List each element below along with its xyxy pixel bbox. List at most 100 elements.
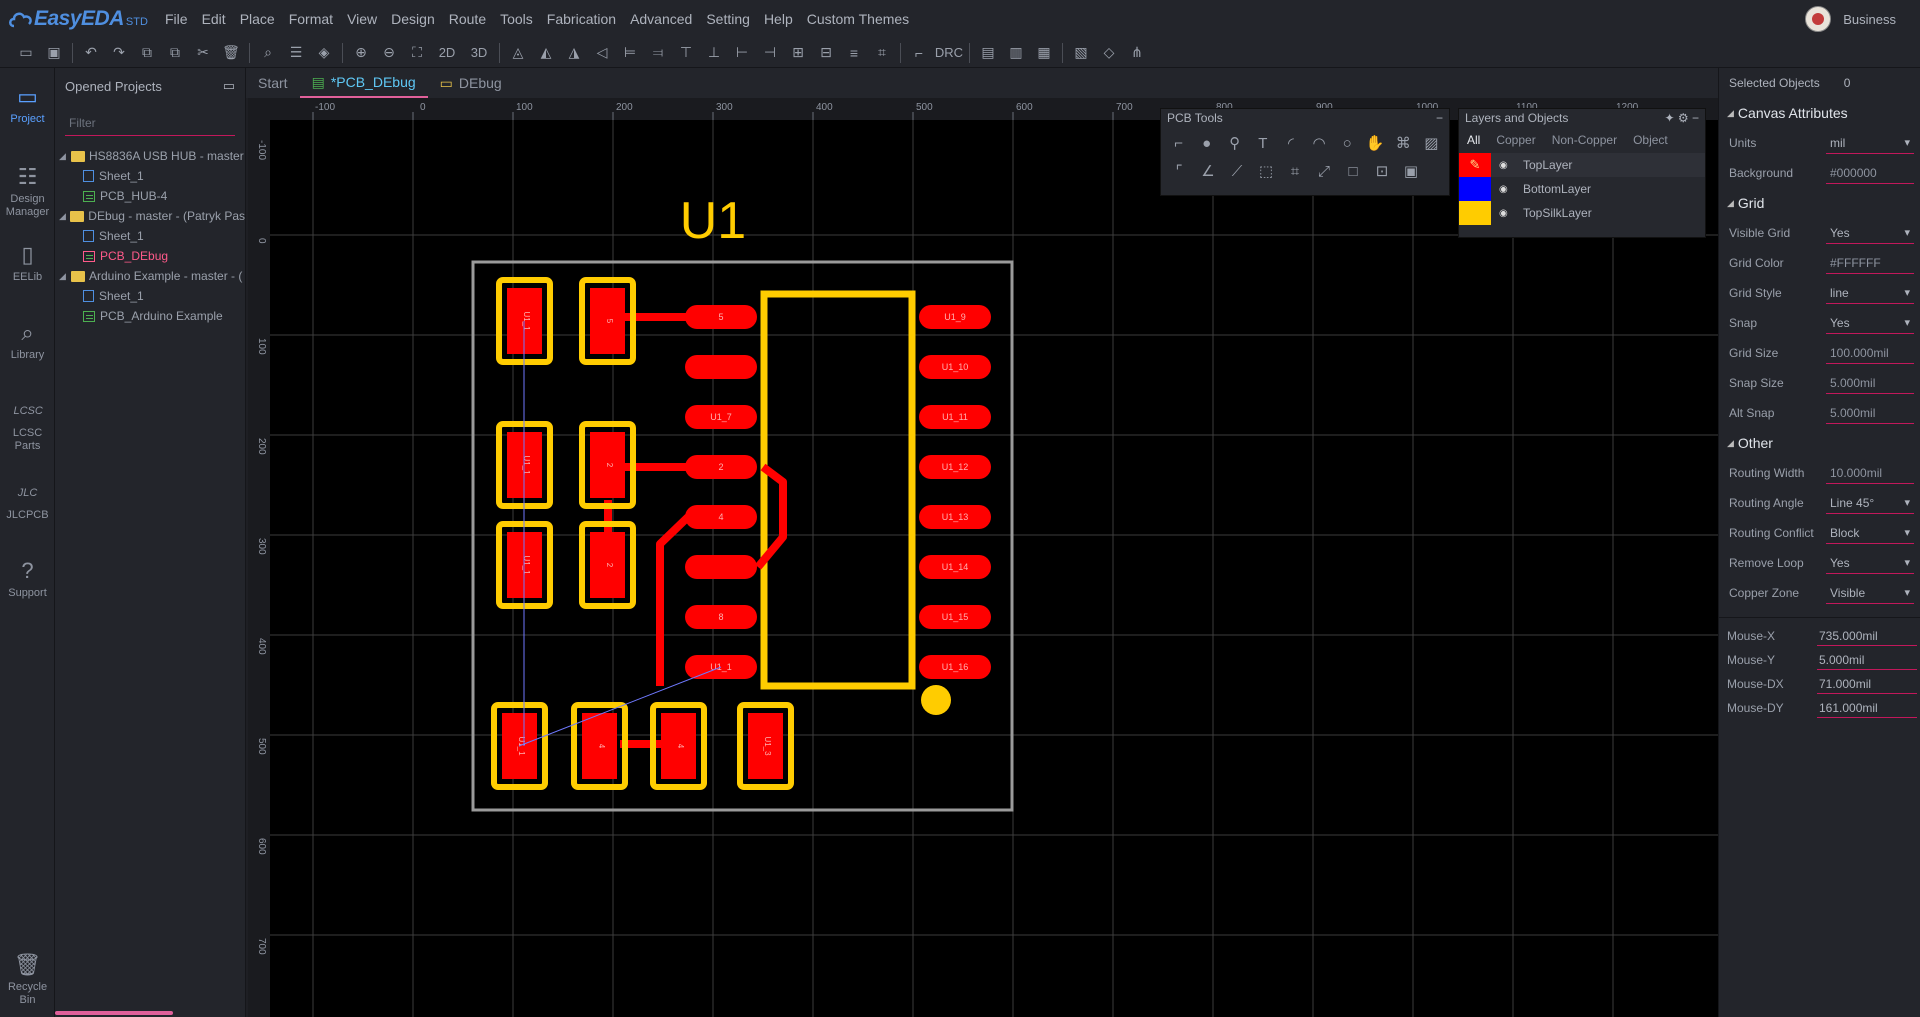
- circle-tool-icon[interactable]: ○: [1342, 134, 1352, 152]
- ic-pad[interactable]: [919, 655, 991, 679]
- rotate-icon[interactable]: ◬: [512, 44, 524, 60]
- menu-help[interactable]: Help: [763, 11, 793, 27]
- align-center-h-icon[interactable]: ⊢: [735, 44, 749, 60]
- ic-pad[interactable]: [685, 555, 757, 579]
- nav-lcsc-parts[interactable]: LCSC LCSC Parts: [0, 398, 55, 453]
- menu-file[interactable]: File: [165, 11, 188, 27]
- eraser-icon[interactable]: ◈: [318, 44, 330, 60]
- ic-pad[interactable]: [919, 405, 991, 429]
- grid-section[interactable]: Grid: [1719, 188, 1920, 218]
- arc-center-tool-icon[interactable]: ◠: [1312, 135, 1326, 152]
- smd-pad[interactable]: [582, 713, 617, 779]
- ic-pad[interactable]: [919, 555, 991, 579]
- minimize-icon[interactable]: −: [1435, 111, 1443, 125]
- menu-place[interactable]: Place: [239, 11, 275, 27]
- document-item[interactable]: Sheet_1: [55, 166, 245, 186]
- menu-fabrication[interactable]: Fabrication: [546, 11, 617, 27]
- menu-tools[interactable]: Tools: [500, 11, 533, 27]
- routing-angle-select[interactable]: Line 45°: [1826, 492, 1914, 514]
- layer-row-topsilklayer[interactable]: ◉ TopSilkLayer: [1459, 201, 1705, 225]
- smd-pad[interactable]: [748, 713, 783, 779]
- save-icon[interactable]: ▣: [47, 44, 61, 60]
- alt-snap-input[interactable]: 5.000mil: [1826, 402, 1914, 424]
- order-icon[interactable]: ▦: [1037, 44, 1051, 60]
- nav-library[interactable]: ⌕ Library: [0, 320, 55, 362]
- copper-zone-select[interactable]: Visible: [1826, 582, 1914, 604]
- bom-icon[interactable]: ▤: [981, 44, 995, 60]
- avatar[interactable]: [1805, 6, 1832, 32]
- rotate-left-icon[interactable]: ◁: [596, 44, 608, 60]
- routing-width-input[interactable]: 10.000mil: [1826, 462, 1914, 484]
- ic-pads-right[interactable]: [919, 305, 991, 679]
- tab-start[interactable]: Start: [246, 68, 300, 98]
- redo-icon[interactable]: ↷: [113, 44, 125, 60]
- align-center-v-icon[interactable]: ⊣: [763, 44, 777, 60]
- ic-pad[interactable]: [685, 455, 757, 479]
- align-grid-icon[interactable]: ≡: [849, 44, 859, 61]
- pcb-tools-title-bar[interactable]: PCB Tools −: [1161, 109, 1449, 127]
- delete-icon[interactable]: 🗑: [222, 44, 240, 60]
- ic-pad[interactable]: [919, 605, 991, 629]
- fit-view-icon[interactable]: ⛶: [412, 44, 422, 60]
- pcb-canvas[interactable]: -100 0 100 200 300 400 500 600 700 800 9…: [248, 98, 1718, 1017]
- project-item[interactable]: ◢ HS8836A USB HUB - master: [55, 146, 245, 166]
- project-item[interactable]: ◢ DEbug - master - (Patryk Pas: [55, 206, 245, 226]
- group-icon[interactable]: ⌗: [878, 44, 886, 60]
- designator-label[interactable]: U1: [680, 192, 746, 250]
- image-icon[interactable]: ▧: [1074, 44, 1088, 60]
- copper-area-tool-icon[interactable]: ⌗: [1290, 162, 1300, 180]
- routing-conflict-select[interactable]: Block: [1826, 522, 1914, 544]
- collapse-caret-icon[interactable]: ◢: [59, 270, 66, 281]
- tab-pcb-debug[interactable]: ▤ *PCB_DEbug: [299, 68, 428, 98]
- ic-pads-left[interactable]: [685, 305, 757, 679]
- smd-pads[interactable]: [502, 288, 783, 779]
- rectangle-tool-icon[interactable]: □: [1348, 162, 1358, 180]
- ic-pad[interactable]: [919, 455, 991, 479]
- account-plan[interactable]: Business: [1843, 11, 1896, 27]
- document-item[interactable]: PCB_Arduino Example: [55, 306, 245, 326]
- copy-icon[interactable]: ⧉: [142, 44, 152, 60]
- smd-pad[interactable]: [661, 713, 696, 779]
- nav-support[interactable]: ? Support: [0, 558, 55, 600]
- share-icon[interactable]: ⋔: [1131, 44, 1143, 60]
- tab-debug-project[interactable]: ▭ DEbug: [428, 68, 514, 98]
- project-filter-input[interactable]: Filter: [65, 110, 235, 136]
- route-icon[interactable]: ⌐: [914, 44, 924, 61]
- distribute-h-icon[interactable]: ⊞: [792, 44, 804, 60]
- align-top-icon[interactable]: ⊤: [679, 44, 693, 60]
- ic-silk-body[interactable]: [760, 290, 916, 690]
- snap-select[interactable]: Yes: [1826, 312, 1914, 334]
- canvas-attributes-section[interactable]: Canvas Attributes: [1719, 98, 1920, 128]
- photo-view-tool-icon[interactable]: ▣: [1403, 163, 1419, 180]
- view-2d-button[interactable]: 2D: [438, 45, 456, 60]
- zoom-in-icon[interactable]: ⊕: [355, 44, 367, 60]
- nav-design-manager[interactable]: ☷ Design Manager: [0, 164, 55, 219]
- grid-size-input[interactable]: 100.000mil: [1826, 342, 1914, 364]
- nav-jlcpcb[interactable]: JLC JLCPCB: [0, 480, 55, 522]
- eye-icon[interactable]: ◉: [1499, 183, 1508, 195]
- menu-custom-themes[interactable]: Custom Themes: [806, 11, 910, 27]
- menu-design[interactable]: Design: [391, 11, 435, 27]
- new-folder-icon[interactable]: ▭: [222, 78, 235, 93]
- layer-color-swatch[interactable]: [1459, 177, 1491, 201]
- dimension-tool-icon[interactable]: ⤢: [1317, 162, 1330, 180]
- grid-style-select[interactable]: line: [1826, 282, 1914, 304]
- grid-color-input[interactable]: #FFFFFF: [1826, 252, 1914, 274]
- menu-route[interactable]: Route: [448, 11, 487, 27]
- gear-icon[interactable]: ⚙: [1677, 111, 1689, 125]
- via-tool-icon[interactable]: ⚲: [1229, 135, 1241, 152]
- menu-format[interactable]: Format: [288, 11, 334, 27]
- document-item-active[interactable]: PCB_DEbug: [55, 246, 245, 266]
- smd-pad[interactable]: [590, 288, 625, 354]
- document-item[interactable]: Sheet_1: [55, 286, 245, 306]
- eye-icon[interactable]: ◉: [1499, 207, 1508, 219]
- layer-tab-all[interactable]: All: [1467, 133, 1481, 147]
- other-section[interactable]: Other: [1719, 428, 1920, 458]
- arc-tool-icon[interactable]: ◜: [1288, 135, 1294, 152]
- nav-eelib[interactable]: ▯ EELib: [0, 242, 55, 284]
- canvas-origin-tool-icon[interactable]: ⊡: [1375, 163, 1389, 180]
- menu-advanced[interactable]: Advanced: [630, 11, 693, 27]
- layer-row-toplayer[interactable]: ✎ ◉ TopLayer: [1459, 153, 1705, 177]
- open-icon[interactable]: ▭: [19, 44, 33, 60]
- angle-tool-icon[interactable]: ∠: [1201, 163, 1215, 180]
